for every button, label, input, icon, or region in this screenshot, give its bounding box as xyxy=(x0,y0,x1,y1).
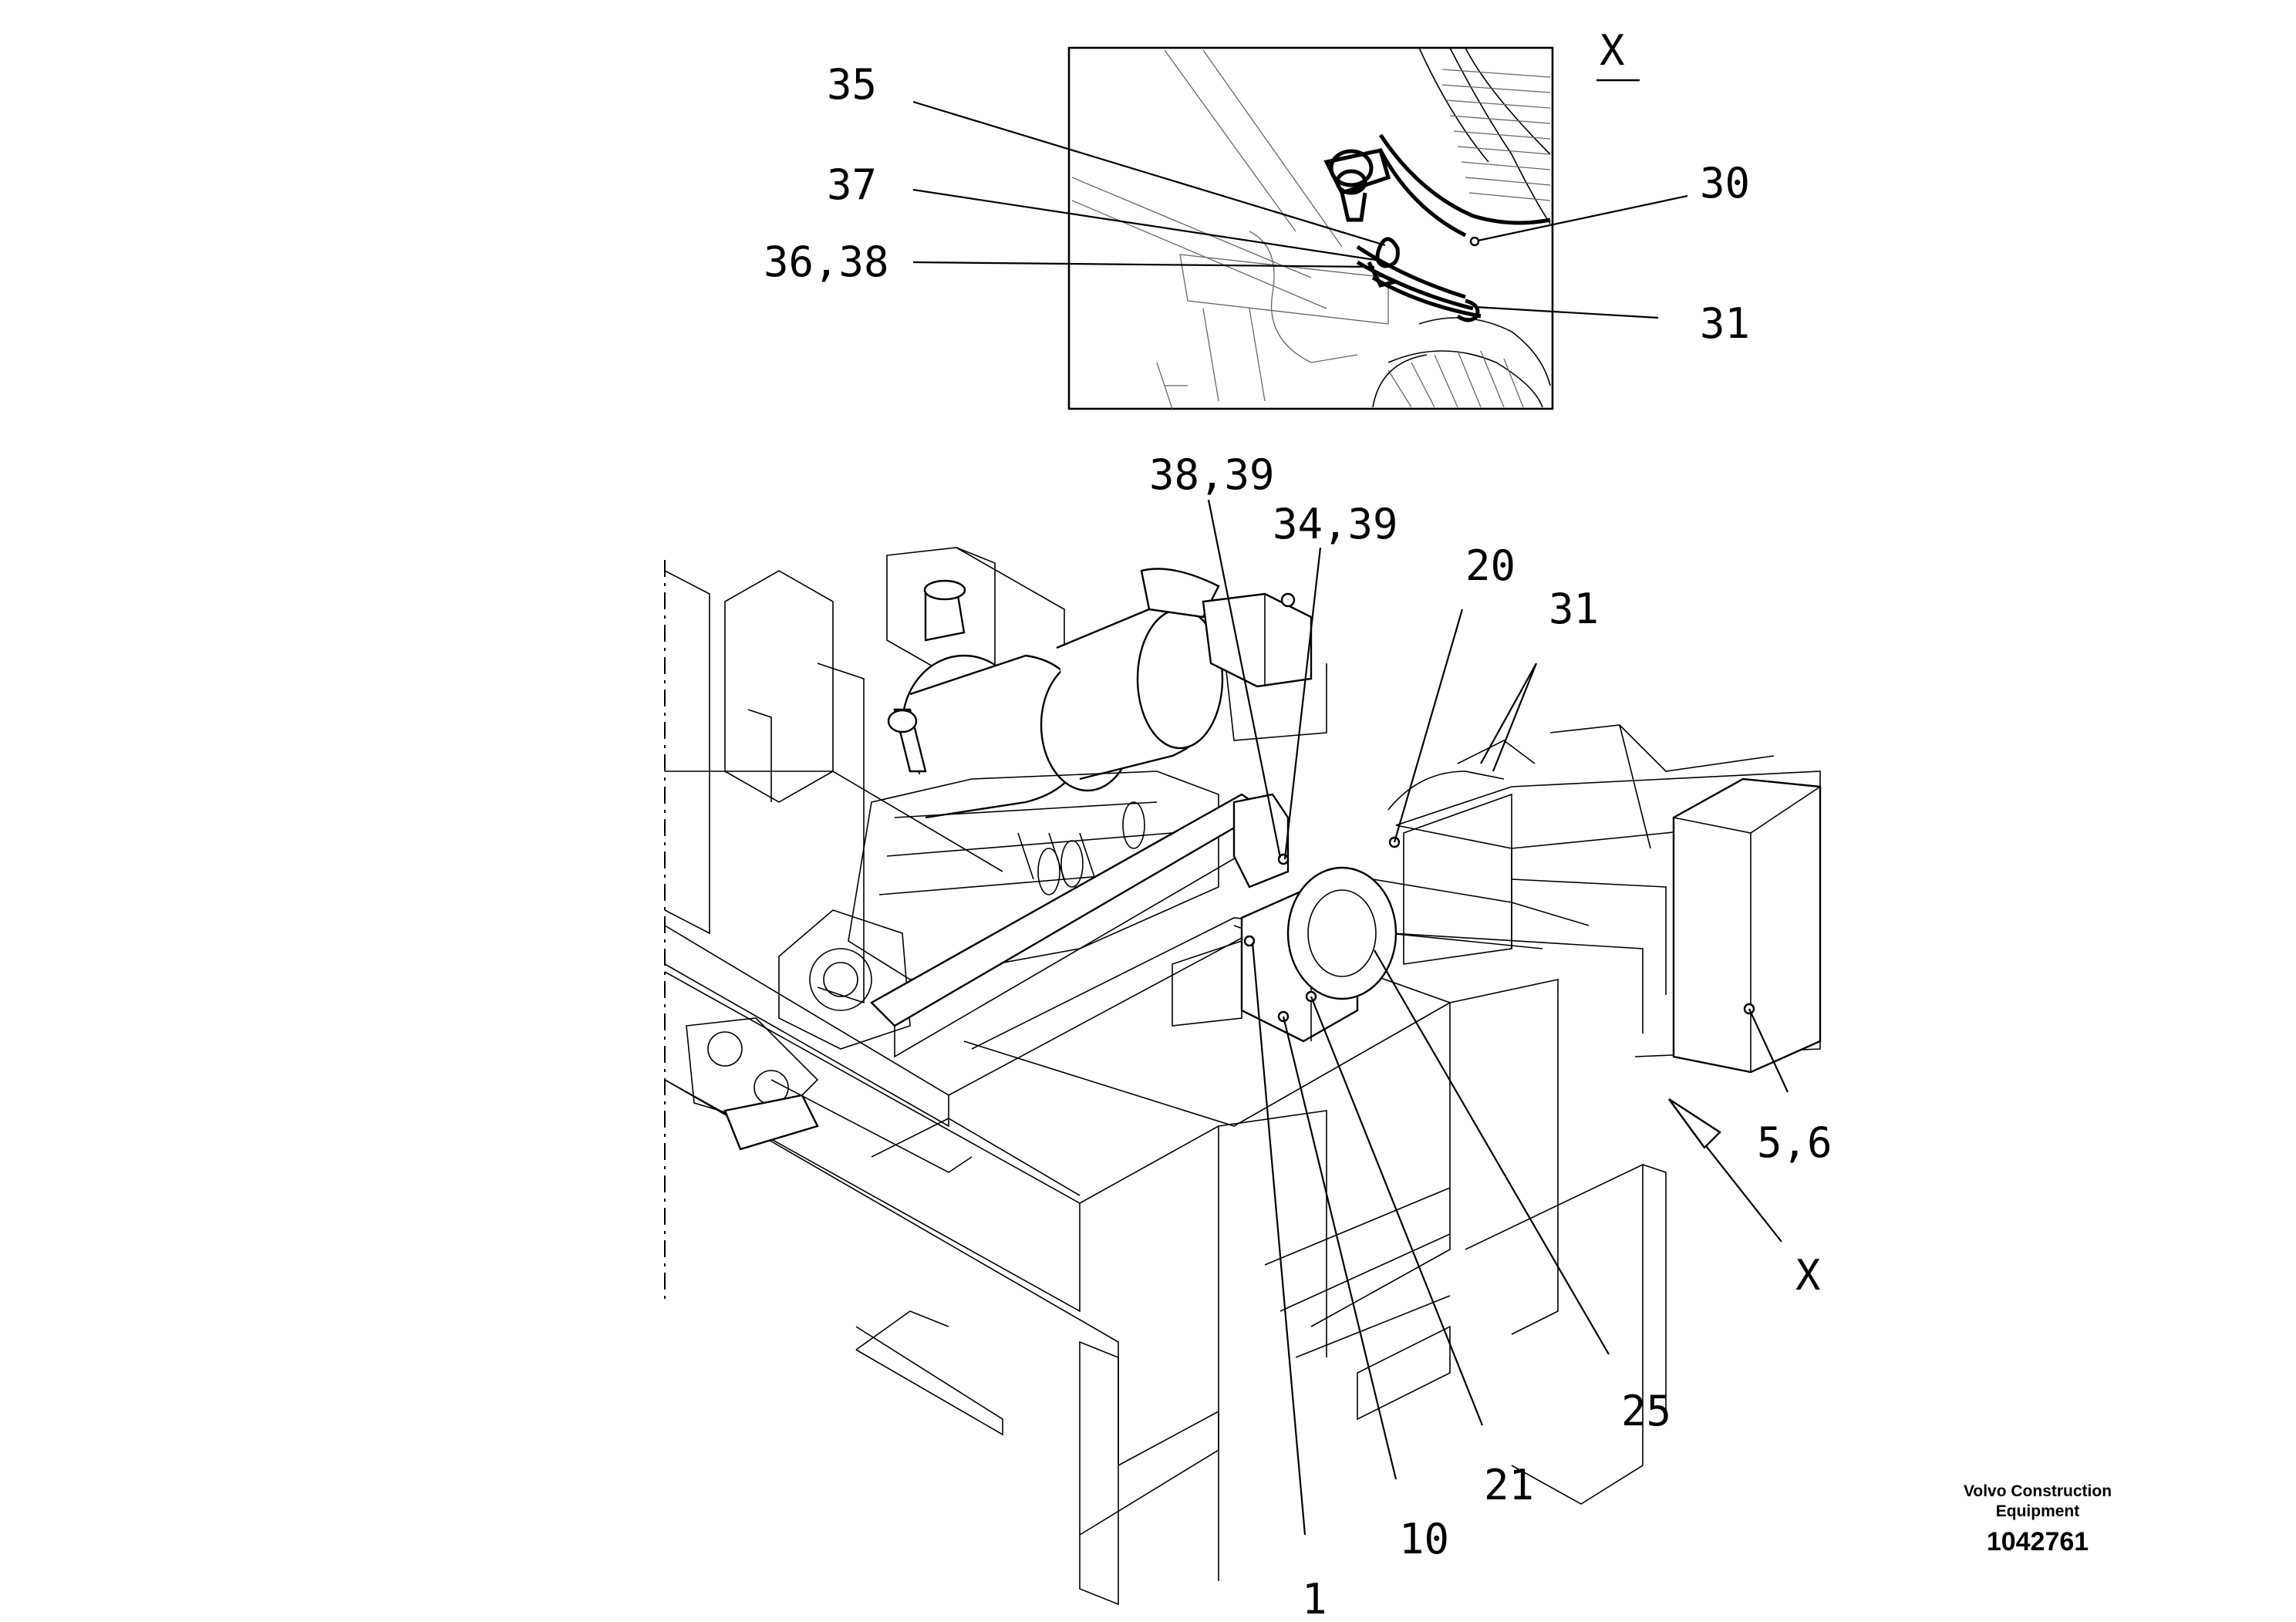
leader-10 xyxy=(1282,1016,1397,1480)
detail-hose-clamp xyxy=(1323,133,1551,322)
cooling-unit xyxy=(1387,740,1536,965)
callout-21: 21 xyxy=(1484,1461,1534,1509)
callout-10: 10 xyxy=(1399,1515,1449,1563)
callout-30: 30 xyxy=(1700,159,1750,207)
detail-coiled-hose xyxy=(1372,47,1551,408)
callout-5-6: 5,6 xyxy=(1757,1118,1832,1167)
leader-31-main-a xyxy=(1480,663,1537,764)
callout-x-detail: X xyxy=(1600,26,1625,75)
detail-background-structure xyxy=(1071,49,1389,410)
leader-21 xyxy=(1310,996,1484,1426)
rear-frame xyxy=(664,547,1065,1004)
leader-37 xyxy=(912,188,1381,262)
brand-line2: Equipment xyxy=(1996,1502,2080,1520)
callout-1: 1 xyxy=(1302,1575,1327,1622)
leader-25 xyxy=(1374,949,1610,1355)
view-x-arrow xyxy=(1668,1098,1782,1243)
engine-assembly xyxy=(686,568,1327,1151)
leader-5-6 xyxy=(1748,1008,1789,1093)
callout-35: 35 xyxy=(827,60,877,109)
leader-35 xyxy=(912,100,1386,247)
main-assembly xyxy=(664,499,1822,1606)
leader-20 xyxy=(1393,609,1464,843)
chassis-frame xyxy=(664,917,1667,1606)
callout-x-main: X xyxy=(1795,1251,1821,1300)
leader-34-39 xyxy=(1283,547,1322,860)
callout-34-39: 34,39 xyxy=(1273,500,1398,548)
callout-20: 20 xyxy=(1465,541,1515,590)
right-structure xyxy=(1372,724,1822,1074)
leader-30 xyxy=(1477,194,1688,242)
detail-frame xyxy=(1067,46,1554,410)
brand-line1: Volvo Construction xyxy=(1964,1482,2112,1500)
callout-31-main: 31 xyxy=(1549,585,1599,633)
document-number: 1042761 xyxy=(1987,1527,2089,1556)
callout-38-39: 38,39 xyxy=(1149,450,1275,499)
leader-36-38 xyxy=(912,261,1375,268)
cross-beam xyxy=(870,793,1290,1058)
callout-labels: 35 37 36,38 30 31 X 38,39 34,39 20 31 5,… xyxy=(764,26,1832,1622)
callout-25: 25 xyxy=(1621,1387,1671,1435)
callout-36-38: 36,38 xyxy=(764,238,889,286)
leader-31-main-b xyxy=(1492,663,1538,772)
callout-37: 37 xyxy=(827,160,877,209)
callout-31-detail: 31 xyxy=(1700,299,1750,348)
leader-31-detail xyxy=(1474,305,1659,319)
detail-view-x xyxy=(912,46,1688,410)
generator xyxy=(1172,866,1397,1043)
leader-1 xyxy=(1251,942,1306,1536)
footer-block: Volvo Construction Equipment 1042761 xyxy=(1964,1482,2112,1556)
leader-38-39 xyxy=(1207,499,1282,858)
